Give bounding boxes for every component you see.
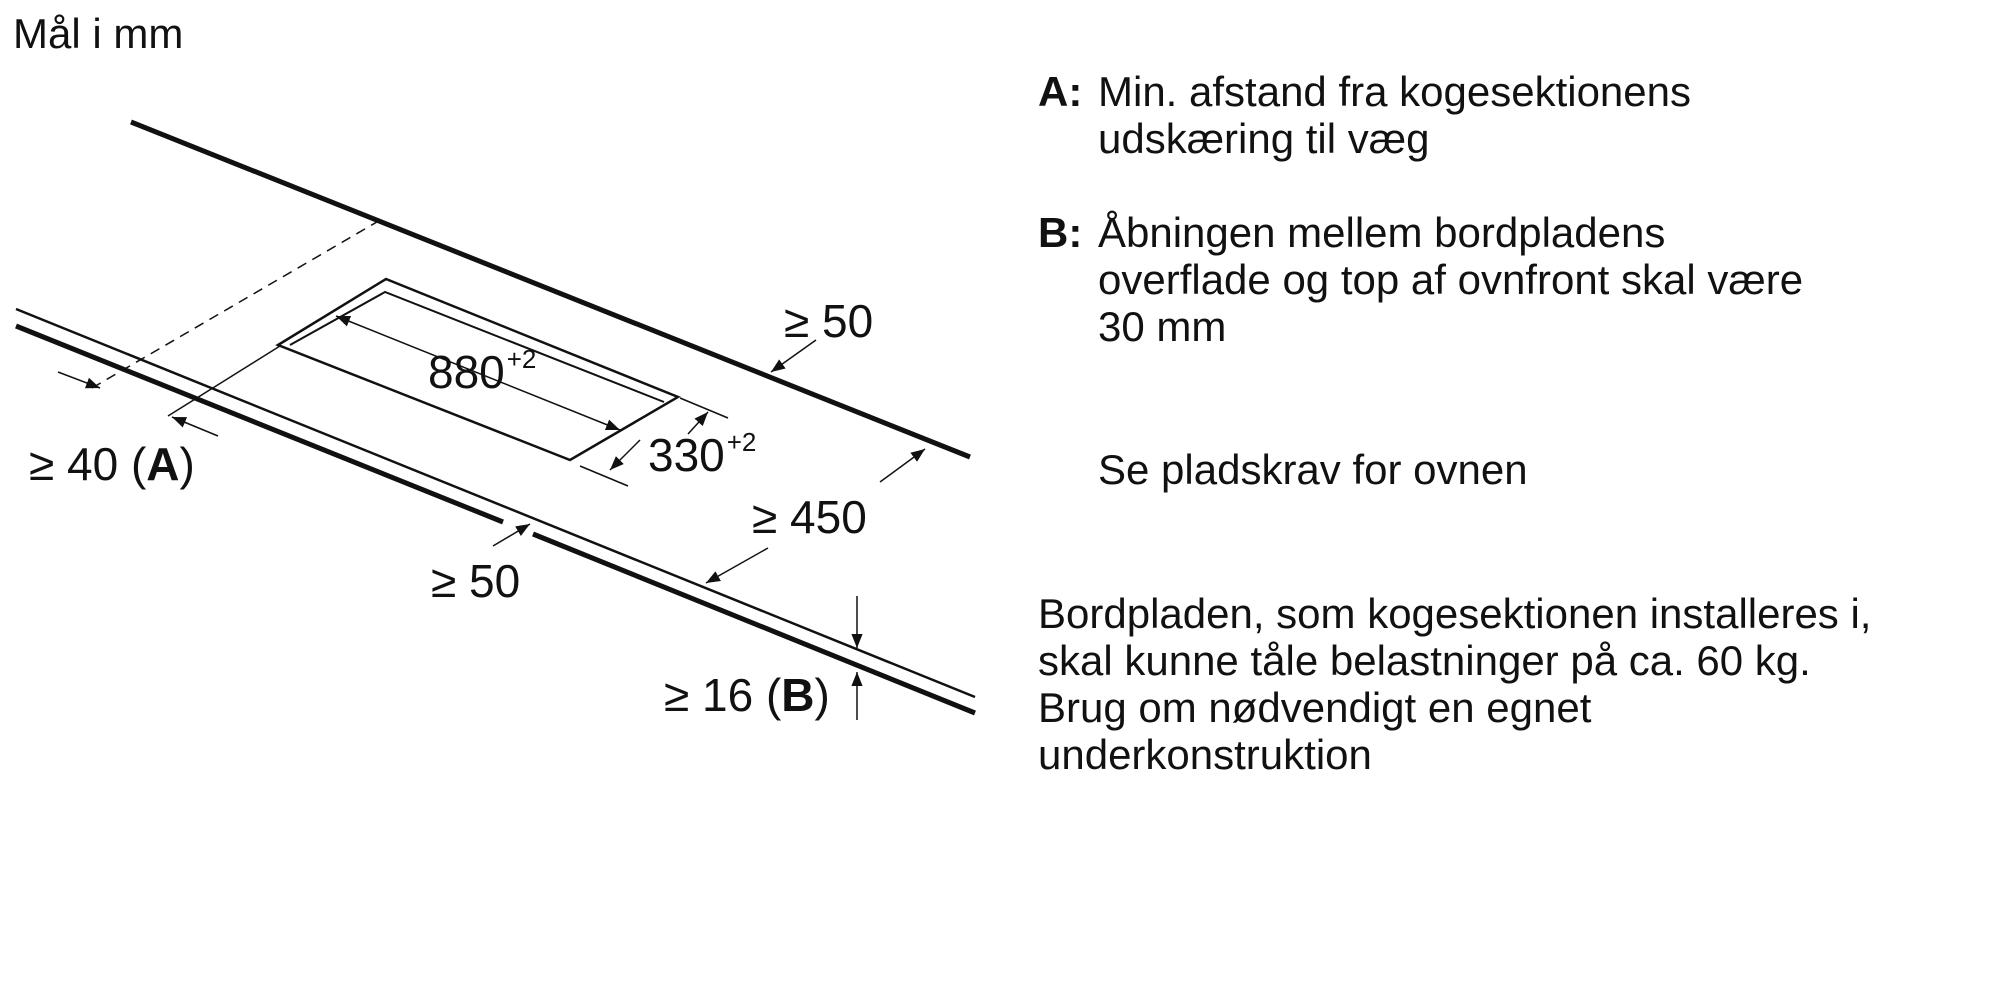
cutout-depth-label: 330+2 — [648, 427, 757, 487]
depth-dimension-arrow-front — [609, 439, 641, 471]
depth-450-arrow-front — [705, 547, 769, 584]
thickness-label: ≥ 16 (B) — [664, 670, 830, 720]
legend-a-line-2: udskæring til væg — [1098, 115, 1430, 162]
thickness-suffix: ) — [814, 669, 830, 721]
load-note-line-1: Bordpladen, som kogesektionen installere… — [1038, 590, 1872, 637]
countertop-front-top-edge — [15, 307, 976, 699]
rear-margin-label: ≥ 50 — [784, 295, 874, 347]
cutout-width-value: 880 — [428, 346, 505, 398]
countertop-rear-edge — [130, 119, 971, 460]
front-margin-arrow — [492, 523, 531, 547]
depth-450-arrow-rear — [879, 448, 926, 483]
cutout-depth-tolerance: +2 — [726, 427, 757, 457]
thickness-value: ≥ 16 ( — [664, 669, 782, 721]
legend-b-line-1: Åbningen mellem bordpladens — [1098, 209, 1666, 256]
legend-key-a: A: — [1038, 68, 1083, 115]
load-note-line-4: underkonstruktion — [1038, 731, 1372, 778]
wall-distance-key: A — [146, 438, 180, 490]
legend-b-line-2: overflade og top af ovnfront skal være — [1098, 256, 1804, 303]
countertop-front-bottom-edge-right — [532, 531, 976, 716]
wall-distance-value: ≥ 40 ( — [29, 438, 147, 490]
wall-projection-dashed-line — [91, 218, 383, 389]
units-title: Mål i mm — [13, 10, 184, 57]
cutout-left-extension-line — [167, 345, 281, 417]
wall-distance-label: ≥ 40 (A) — [29, 439, 195, 489]
front-margin-label: ≥ 50 — [431, 555, 521, 607]
cutout-depth-value: 330 — [648, 429, 725, 481]
wall-distance-suffix: ) — [179, 438, 195, 490]
rear-margin-leader — [770, 339, 817, 373]
load-note-line-2: skal kunne tåle belastninger på ca. 60 k… — [1038, 637, 1811, 684]
thickness-key: B — [781, 669, 815, 721]
legend-key-b: B: — [1038, 209, 1083, 256]
load-note-line-3: Brug om nødvendigt en egnet — [1038, 684, 1592, 731]
legend-text-a: Min. afstand fra kogesektionens udskærin… — [1098, 68, 1998, 162]
depth-min-label: ≥ 450 — [752, 491, 867, 543]
depth-extension-line-front — [579, 465, 629, 487]
cutout-width-tolerance: +2 — [506, 344, 537, 374]
width-dimension-arrow — [335, 315, 621, 431]
oven-space-note: Se pladskrav for ovnen — [1098, 446, 1528, 493]
depth-extension-line-rear — [679, 397, 729, 419]
depth-dimension-arrow-rear — [687, 411, 709, 435]
wall-distance-arrow-left — [57, 371, 101, 389]
countertop-front-bottom-edge — [15, 323, 504, 525]
cutout-width-label: 880+2 — [428, 344, 537, 404]
wall-distance-arrow-right — [171, 416, 219, 437]
load-note: Bordpladen, som kogesektionen installere… — [1038, 590, 1871, 778]
legend-text-b: Åbningen mellem bordpladens overflade og… — [1098, 209, 1998, 350]
legend-b-line-3: 30 mm — [1098, 303, 1227, 350]
legend-a-line-1: Min. afstand fra kogesektionens — [1098, 68, 1692, 115]
